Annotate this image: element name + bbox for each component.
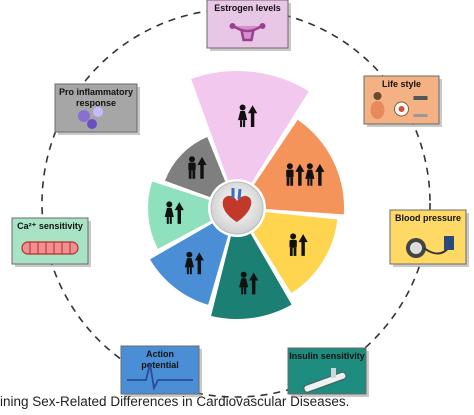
up-arrow-icon	[249, 272, 259, 295]
female-symbol	[237, 104, 248, 128]
factor-label-inflammatory: response	[76, 98, 116, 108]
male-symbol	[286, 163, 294, 186]
wheel-segment-estrogen	[188, 69, 312, 186]
wheel-segment-lifestyle	[251, 117, 346, 217]
molecules-icon	[78, 107, 103, 129]
lifestyle-icon	[370, 92, 428, 119]
up-arrow-icon	[194, 252, 204, 275]
female-symbol	[239, 271, 249, 295]
wheel-segment-inflammatory	[162, 134, 228, 200]
factor-label-insulin: Insulin sensitivity	[289, 351, 365, 361]
heart-icon	[210, 181, 264, 235]
up-arrow-icon	[247, 105, 258, 128]
blood-pressure-monitor-icon	[406, 236, 454, 258]
wheel-segment-insulin	[208, 230, 295, 321]
factor-box-lifestyle: Life style	[363, 75, 442, 127]
factor-box-estrogen: Estrogen levels	[206, 0, 291, 51]
factor-label-action-potential: Action	[146, 349, 174, 359]
factor-label-blood-pressure: Blood pressure	[395, 213, 461, 223]
female-symbol	[164, 201, 174, 224]
uterus-icon	[229, 23, 266, 42]
up-arrow-icon	[197, 156, 207, 179]
factor-box-blood-pressure: Blood pressure	[389, 209, 469, 267]
factor-box-calcium: Ca²⁺ sensitivity	[11, 217, 91, 267]
figure-caption: ining Sex-Related Differences in Cardiov…	[0, 394, 350, 409]
wheel	[146, 69, 346, 321]
up-arrow-icon	[315, 163, 325, 186]
factor-label-inflammatory: Pro inflammatory	[59, 87, 133, 97]
up-arrow-icon	[298, 234, 308, 256]
factor-label-calcium: Ca²⁺ sensitivity	[17, 221, 83, 231]
up-arrow-icon	[295, 163, 305, 186]
muscle-fiber-icon	[21, 241, 79, 255]
female-symbol	[184, 251, 194, 275]
up-arrow-icon	[174, 202, 184, 224]
male-symbol	[188, 156, 196, 179]
factor-box-insulin: Insulin sensitivity	[287, 347, 369, 397]
factor-label-estrogen: Estrogen levels	[214, 3, 281, 13]
male-symbol	[289, 233, 297, 256]
wheel-segment-calcium	[146, 178, 214, 252]
female-symbol	[305, 163, 315, 186]
insulin-pen-icon	[303, 368, 347, 393]
factor-label-lifestyle: Life style	[382, 79, 421, 89]
ecg-wave-icon	[127, 363, 193, 391]
wheel-segment-action-potential	[147, 220, 231, 308]
factor-label-action-potential: potential	[141, 360, 179, 370]
wheel-segment-blood-pressure	[250, 209, 340, 296]
